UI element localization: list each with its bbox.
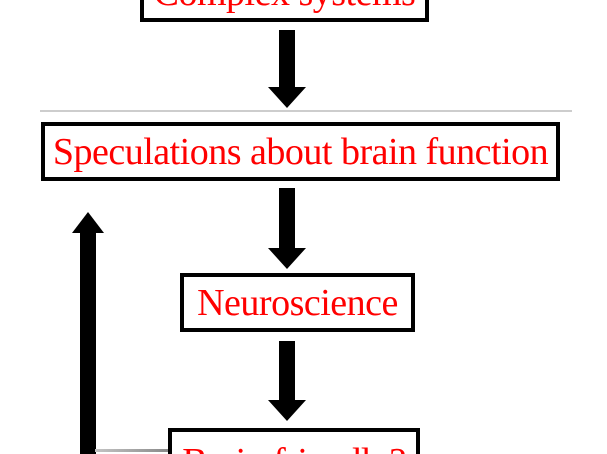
divider-line <box>40 110 572 112</box>
arrow-down-3-head-icon <box>268 400 306 421</box>
box-brain-friendly-label: Brain friendly? <box>182 440 406 454</box>
box-speculations: Speculations about brain function <box>41 122 560 181</box>
feedback-arrow-up-shaft <box>80 233 96 454</box>
arrow-down-1-shaft <box>279 30 295 87</box>
arrow-down-2-shaft <box>279 188 295 248</box>
box-complex-systems: Complex systems <box>140 0 429 22</box>
box-complex-systems-label: Complex systems <box>154 0 416 15</box>
box-neuroscience-label: Neuroscience <box>197 281 398 324</box>
connector-line <box>95 449 168 452</box>
arrow-down-1-head-icon <box>268 87 306 108</box>
arrow-down-3-shaft <box>279 341 295 400</box>
arrow-down-2-head-icon <box>268 248 306 269</box>
feedback-arrow-up-head-icon <box>72 212 104 233</box>
box-brain-friendly: Brain friendly? <box>168 428 420 454</box>
box-neuroscience: Neuroscience <box>180 273 415 332</box>
box-speculations-label: Speculations about brain function <box>52 130 549 173</box>
